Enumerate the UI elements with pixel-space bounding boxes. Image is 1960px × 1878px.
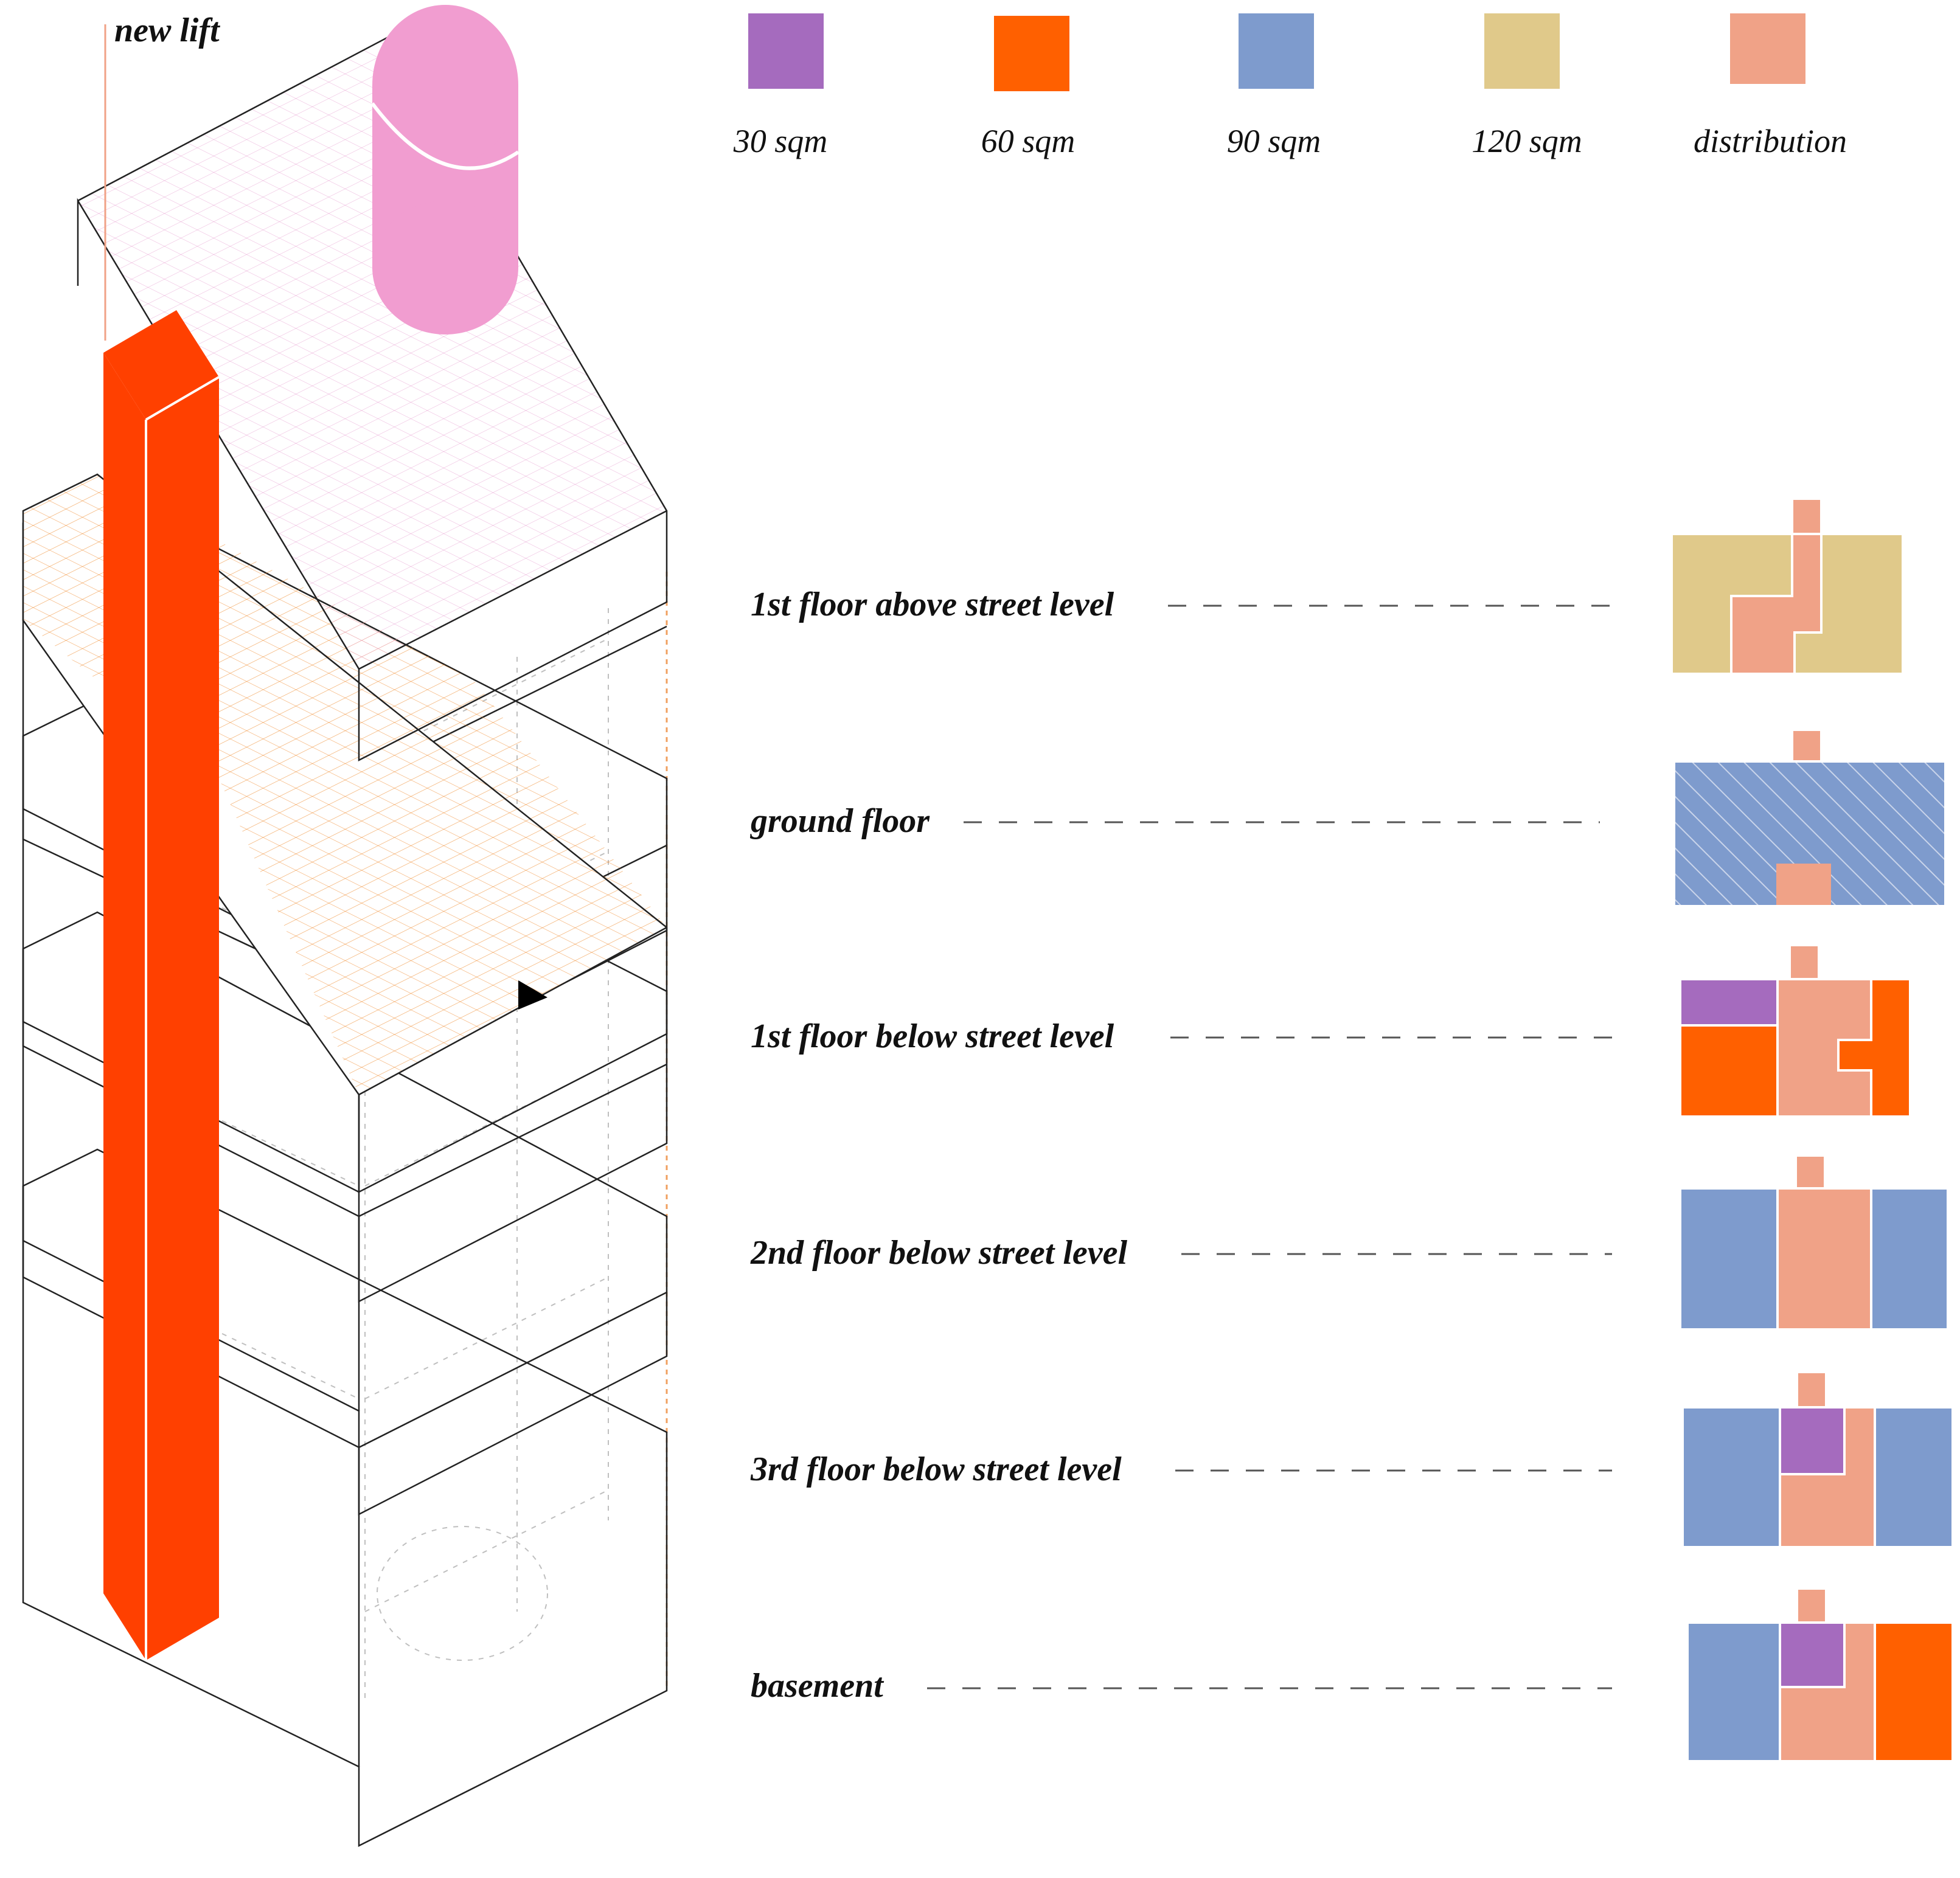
legend-label-distribution: distribution: [1694, 123, 1847, 159]
lift-label: new lift: [114, 12, 220, 49]
cylinder-volume: [370, 5, 520, 334]
floor-labels: 1st floor above street level ground floo…: [749, 586, 1612, 1705]
legend-swatch-distribution: [1730, 13, 1805, 84]
floor-label-3rd-below: 3rd floor below street level: [750, 1450, 1122, 1488]
legend-label-60sqm: 60 sqm: [981, 123, 1076, 159]
legend-swatch-90sqm: [1239, 13, 1314, 89]
legend-label-120sqm: 120 sqm: [1472, 123, 1582, 159]
legend-swatch-120sqm: [1484, 13, 1560, 89]
legend-swatch-60sqm: [994, 16, 1069, 91]
plan-1st-below: [1679, 944, 1911, 1118]
floor-label-1st-above: 1st floor above street level: [751, 586, 1114, 623]
legend-item-30: 30 sqm: [733, 13, 828, 159]
floor-label-2nd-below: 2nd floor below street level: [750, 1234, 1127, 1272]
legend-swatch-30sqm: [748, 13, 824, 89]
legend-label-90sqm: 90 sqm: [1227, 123, 1321, 159]
new-lift-shaft: new lift: [103, 12, 220, 1660]
axonometric-stack: new lift: [22, 5, 668, 1848]
legend-item-distribution: distribution: [1694, 13, 1847, 159]
floor-label-basement: basement: [751, 1667, 884, 1705]
plan-2nd-below: [1679, 1154, 1949, 1331]
legend: 30 sqm 60 sqm 90 sqm 120 sqm distributio…: [733, 13, 1847, 159]
plan-ground: [1675, 729, 1944, 905]
entrance-arrow-icon: [518, 980, 547, 1010]
floor-label-ground: ground floor: [749, 802, 930, 840]
legend-item-120: 120 sqm: [1472, 13, 1582, 159]
plan-basement: [1686, 1587, 1954, 1762]
plan-3rd-below: [1681, 1371, 1954, 1548]
legend-item-90: 90 sqm: [1227, 13, 1321, 159]
legend-label-30sqm: 30 sqm: [733, 123, 828, 159]
floor-plans: [1670, 497, 1954, 1762]
plan-1st-above: [1670, 497, 1904, 675]
floor-label-1st-below: 1st floor below street level: [751, 1017, 1114, 1055]
legend-item-60: 60 sqm: [981, 16, 1076, 159]
